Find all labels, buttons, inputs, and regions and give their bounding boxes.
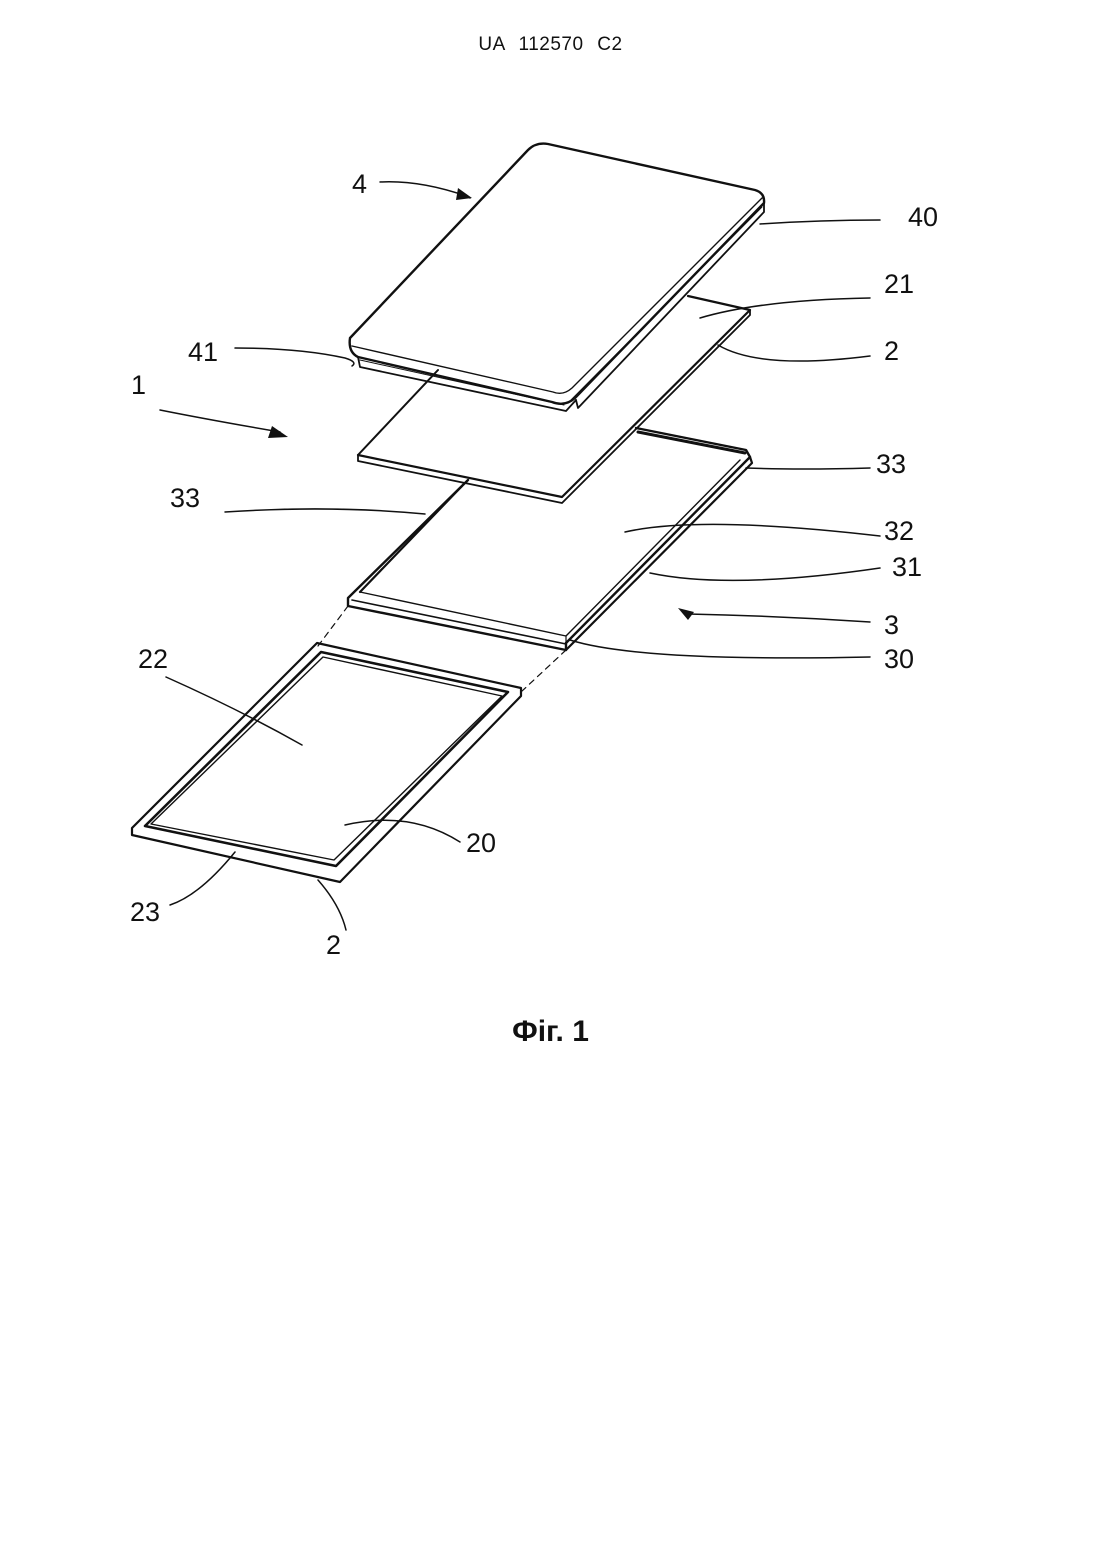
- label-20: 20: [466, 828, 496, 858]
- sheet-2-lower: [132, 643, 521, 882]
- label-40: 40: [908, 202, 938, 232]
- label-23: 23: [130, 897, 160, 927]
- label-33-right: 33: [876, 449, 906, 479]
- label-1: 1: [131, 370, 146, 400]
- label-2-top: 2: [884, 336, 899, 366]
- arrowheads: [268, 188, 694, 620]
- label-41: 41: [188, 337, 218, 367]
- label-30: 30: [884, 644, 914, 674]
- label-31: 31: [892, 552, 922, 582]
- label-21: 21: [884, 269, 914, 299]
- label-3: 3: [884, 610, 899, 640]
- label-2-bottom: 2: [326, 930, 341, 960]
- label-4: 4: [352, 169, 367, 199]
- label-32: 32: [884, 516, 914, 546]
- label-33-left: 33: [170, 483, 200, 513]
- reference-labels: 4 40 21 41 2 1 33 33 32 31 3 30 22 20 23…: [130, 169, 938, 960]
- frame-3: [348, 428, 752, 650]
- figure-caption: Фіг. 1: [0, 1015, 1101, 1049]
- sheet-2-upper: [358, 296, 750, 503]
- label-22: 22: [138, 644, 168, 674]
- leader-lines: [160, 182, 880, 930]
